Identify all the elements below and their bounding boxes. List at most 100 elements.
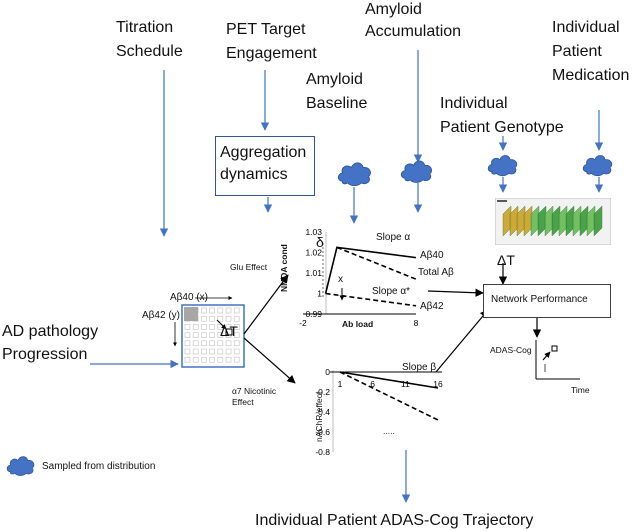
- matrix-cell: [209, 315, 215, 322]
- aggregation-line2: dynamics: [220, 166, 288, 183]
- genotype-label-1: Individual: [440, 95, 508, 112]
- screenshot-slice: [572, 205, 582, 237]
- matrix-cell: [201, 307, 207, 314]
- matrix-cell: [225, 356, 232, 363]
- accumulation-label-1: Amyloid: [365, 1, 422, 18]
- cloud-legend-icon: [6, 456, 35, 476]
- nachr-ylabel: nAChR effect: [314, 391, 324, 442]
- matrix-cell: [233, 356, 240, 363]
- nmda-delta: δ: [316, 234, 324, 250]
- ab42-label: Aβ42 (y): [142, 310, 180, 321]
- matrix-cell: [192, 348, 199, 355]
- nachr-xtick: 6: [370, 379, 375, 389]
- nachr-xtick: 16: [433, 379, 443, 389]
- screenshot-slice: [523, 205, 533, 237]
- accumulation-label-2: Accumulation: [365, 23, 462, 40]
- matrix-cell: [201, 356, 207, 363]
- series-total-ab-label: Total Aβ: [418, 267, 454, 278]
- matrix-cell: [184, 332, 191, 338]
- matrix-cell: [209, 356, 215, 363]
- nmda-ytick: 1.03: [305, 227, 322, 237]
- matrix-cell: [209, 307, 215, 314]
- ad-pathology-label-1: AD pathology: [2, 323, 99, 340]
- nachr-xtick: 11: [401, 379, 410, 389]
- time-label: Time: [571, 385, 590, 395]
- screenshot-delta-t: ΔT: [497, 252, 515, 268]
- screenshot-slice: [586, 205, 596, 237]
- titration-label-1: Titration: [116, 19, 174, 36]
- titration-label-2: Schedule: [116, 43, 183, 60]
- nmda-series-2: [325, 292, 417, 307]
- nmda-ylabel: NMDA cond: [279, 244, 289, 292]
- matrix-cell: [233, 348, 240, 355]
- slope-alpha-star: Slope α*: [372, 286, 411, 297]
- simulation-screenshot: [495, 198, 611, 245]
- nmda-xtick: -2: [299, 318, 307, 328]
- nmda-ytick: 0.99: [305, 309, 322, 319]
- aggregation-box: Aggregation dynamics: [215, 136, 315, 196]
- slope-alpha: Slope α: [376, 232, 411, 243]
- screenshot-slice: [544, 205, 554, 237]
- matrix-cell: [233, 315, 240, 322]
- medication-label-3: Medication: [552, 67, 630, 84]
- cloud-medication-icon: [582, 155, 613, 177]
- matrix-cell: [225, 307, 232, 314]
- matrix-cell: [201, 340, 207, 347]
- screenshot-slice: [593, 205, 603, 237]
- nachr-series-1: [339, 371, 439, 421]
- matrix-cell: [192, 356, 199, 363]
- baseline-label-2: Baseline: [306, 95, 368, 112]
- matrix-delta-t: ΔT: [220, 323, 238, 339]
- nicotinic-label-2: Effect: [232, 397, 254, 407]
- screenshot-slice: [516, 205, 526, 237]
- matrix-cell: [184, 340, 191, 347]
- matrix-cell: [233, 332, 240, 338]
- matrix-cell: [201, 348, 207, 355]
- matrix-cell: [217, 356, 224, 363]
- matrix-cell: [217, 340, 224, 347]
- medication-label-2: Patient: [552, 43, 602, 60]
- abeta-matrix: [181, 304, 245, 368]
- matrix-cell: [209, 340, 215, 347]
- adas-time-chart: [535, 340, 580, 380]
- pet-label-2: Engagement: [226, 45, 317, 62]
- nmda-ytick: 1.02: [305, 248, 322, 258]
- genotype-label-2: Patient Genotype: [440, 119, 564, 136]
- matrix-cell: [184, 348, 191, 355]
- cloud-genotype-icon: [487, 155, 518, 177]
- flow-arrows: [243, 263, 542, 384]
- matrix-cell: [192, 340, 199, 347]
- matrix-cell: [217, 332, 224, 338]
- matrix-cell: [184, 324, 191, 330]
- nmda-xlabel: Ab load: [342, 319, 374, 329]
- output-label: Individual Patient ADAS-Cog Trajectory: [255, 512, 534, 529]
- medication-label-1: Individual: [552, 19, 620, 36]
- matrix-cell: [225, 315, 232, 322]
- matrix-cell: [233, 324, 240, 330]
- matrix-cell: [192, 324, 199, 330]
- nachr-ytick: -0.4: [315, 407, 330, 417]
- matrix-cell: [184, 356, 191, 363]
- matrix-cell: [225, 340, 232, 347]
- nicotinic-label-1: α7 Nicotinic: [232, 386, 277, 396]
- matrix-cell: [217, 348, 224, 355]
- matrix-cell: [209, 324, 215, 330]
- matrix-cell: [233, 307, 240, 314]
- glu-effect-label: Glu Effect: [230, 262, 268, 272]
- nmda-series-1: [336, 246, 417, 280]
- ad-pathology-label-2: Progression: [2, 346, 88, 363]
- matrix-cell: [217, 315, 224, 322]
- series-ab40-label: Aβ40: [420, 250, 444, 261]
- nachr-ytick: -0.2: [315, 387, 330, 397]
- matrix-cell: [201, 324, 207, 330]
- matrix-cell: [209, 348, 215, 355]
- nachr-dots: .....: [383, 426, 395, 436]
- screenshot-slice: [530, 205, 540, 237]
- screenshot-slice: [509, 205, 519, 237]
- screenshot-slice: [565, 205, 575, 237]
- screenshot-slice: [502, 205, 512, 237]
- matrix-highlight-cell: [184, 307, 198, 321]
- pet-label-1: PET Target: [226, 21, 306, 38]
- cloud-amyloid-accumulation-icon: [400, 160, 433, 183]
